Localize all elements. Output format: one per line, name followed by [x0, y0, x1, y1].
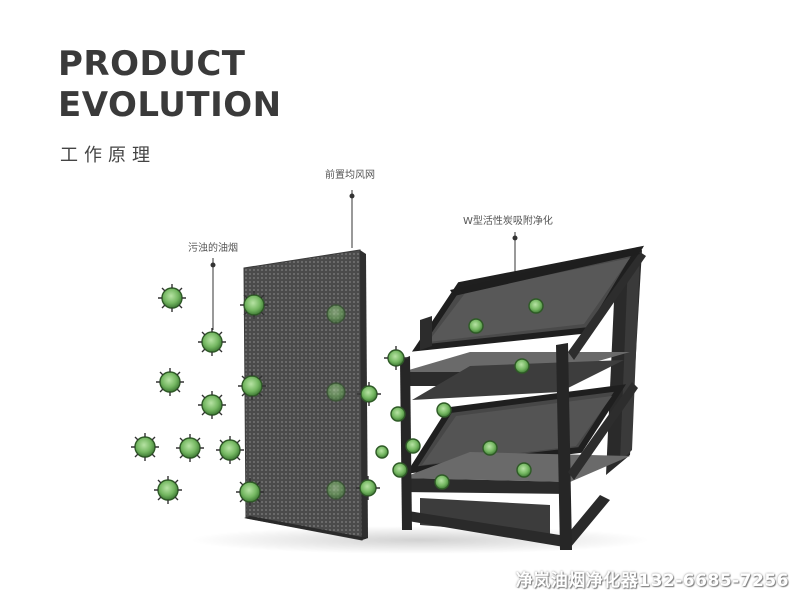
- germ: [468, 318, 484, 334]
- germ: [156, 368, 184, 396]
- label-oil-fumes: 污浊的油烟: [188, 243, 238, 254]
- germ: [238, 372, 266, 400]
- germ: [198, 328, 226, 356]
- germ: [384, 346, 408, 370]
- germ: [405, 438, 421, 454]
- page-title: PRODUCT EVOLUTION: [58, 44, 282, 126]
- germ: [198, 391, 226, 419]
- page-subtitle: 工作原理: [60, 145, 156, 166]
- germ: [514, 358, 530, 374]
- germ: [326, 382, 346, 402]
- title-line-2: EVOLUTION: [58, 85, 282, 125]
- germ: [516, 462, 532, 478]
- germ: [482, 440, 498, 456]
- oil-fume-particles: [131, 284, 544, 506]
- carbon-filter-frame: [400, 245, 646, 550]
- germ: [434, 474, 450, 490]
- label-carbon-filter: W型活性炭吸附净化: [463, 216, 553, 227]
- germ: [326, 304, 346, 324]
- germ: [131, 433, 159, 461]
- germ: [326, 480, 346, 500]
- germ: [357, 382, 381, 406]
- germ: [236, 478, 264, 506]
- germ: [154, 476, 182, 504]
- title-line-1: PRODUCT: [58, 44, 246, 84]
- germ: [436, 402, 452, 418]
- germ: [240, 291, 268, 319]
- germ: [356, 476, 380, 500]
- label-front-mesh: 前置均风网: [325, 170, 375, 181]
- germ: [375, 445, 389, 459]
- germ: [392, 462, 408, 478]
- front-mesh-panel: [243, 249, 368, 541]
- watermark-contact: 净岚油烟净化器132-6685-7256: [515, 571, 789, 591]
- germ: [528, 298, 544, 314]
- leader-lines: [210, 190, 518, 330]
- germ: [176, 434, 204, 462]
- germ: [390, 406, 406, 422]
- germ: [216, 436, 244, 464]
- germ: [158, 284, 186, 312]
